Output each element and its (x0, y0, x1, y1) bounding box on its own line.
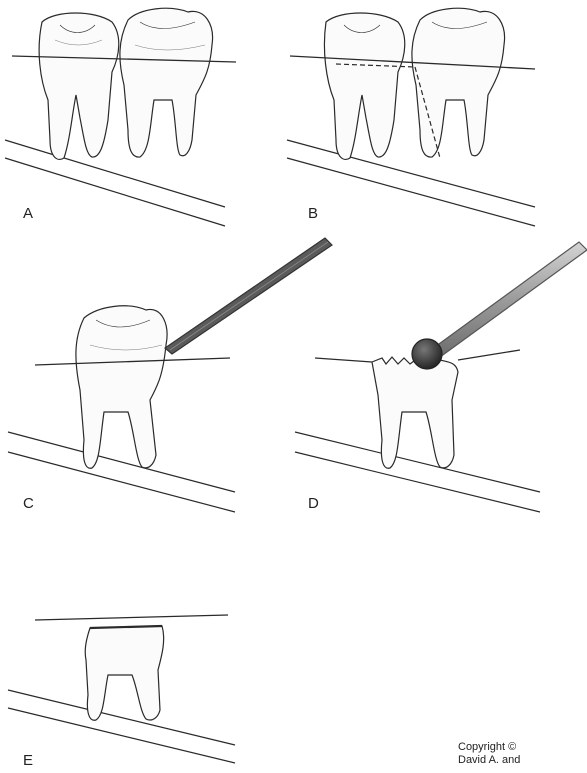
premolar-a (39, 13, 119, 159)
root-remnant-e (85, 626, 163, 720)
premolar-b (324, 13, 404, 159)
panel-b (287, 8, 535, 226)
molar-c (76, 306, 167, 468)
panel-label-e: E (23, 752, 33, 769)
gum-line-d-right (458, 350, 520, 360)
copyright-line-2: David A. and (458, 754, 520, 767)
panel-label-b: B (308, 205, 318, 222)
bur-shaft (428, 242, 587, 360)
panel-c (8, 238, 332, 512)
gum-line-d-left (315, 358, 372, 362)
copyright-notice: Copyright © David A. and (458, 741, 520, 767)
panel-label-c: C (23, 495, 34, 512)
panel-a (5, 8, 236, 226)
molar-b (412, 8, 505, 157)
panel-label-d: D (308, 495, 319, 512)
bone-lines-d (295, 432, 540, 512)
bone-lines-b (287, 140, 535, 226)
bone-lines-e (8, 690, 235, 763)
root-remnant-d (372, 357, 458, 468)
panel-e (8, 615, 235, 763)
panel-label-a: A (23, 205, 33, 222)
copyright-line-1: Copyright © (458, 741, 520, 754)
molar-a (120, 8, 213, 157)
bone-lines-a (5, 140, 225, 226)
gum-line-e (35, 615, 228, 620)
round-bur-head (412, 339, 442, 369)
bone-lines-c (8, 432, 235, 512)
panel-d (295, 242, 587, 512)
